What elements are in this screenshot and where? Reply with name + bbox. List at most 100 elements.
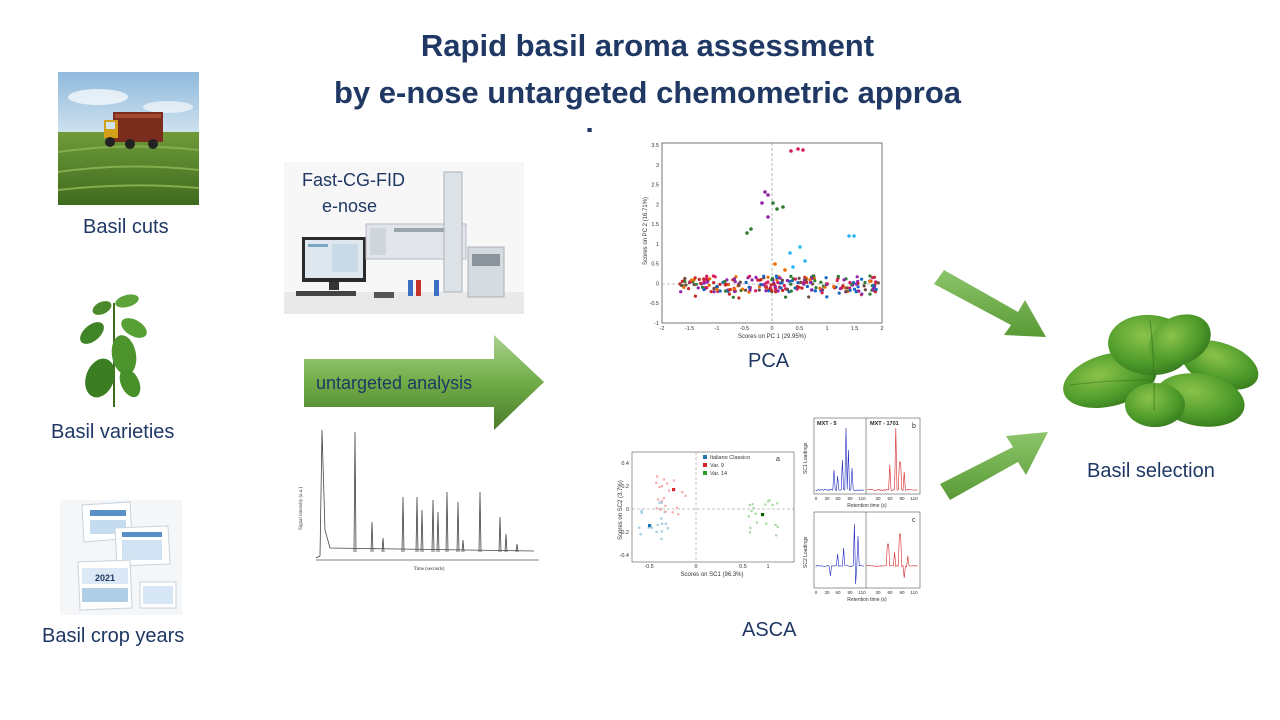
pca-point	[749, 227, 753, 231]
pca-point	[679, 290, 683, 294]
asca-centroid-var14	[761, 513, 765, 517]
asca-point	[655, 481, 658, 484]
pca-point	[870, 276, 875, 280]
pca-y-tick: 1.5	[651, 222, 659, 228]
asca-point	[775, 534, 778, 537]
pca-point	[804, 278, 808, 282]
pca-point	[785, 287, 789, 292]
asca-x-tick: 0	[694, 564, 697, 570]
pca-x-tick: -1.5	[685, 326, 694, 332]
asca-point	[766, 500, 770, 503]
asca-y-tick: -0.2	[620, 530, 629, 536]
loadings-b-tick: 90	[847, 496, 853, 501]
pca-point	[805, 280, 809, 284]
pca-point	[824, 276, 828, 280]
asca-point	[666, 527, 669, 530]
pca-point	[732, 277, 737, 281]
loadings-c-xlabel: Retention time (s)	[847, 597, 887, 603]
arrow-pca-to-selection	[930, 262, 1050, 342]
pca-point	[789, 282, 793, 286]
loadings-c-tick: 30	[875, 590, 881, 595]
asca-point	[751, 503, 754, 506]
pca-x-tick: 0	[770, 326, 773, 332]
asca-y-tick: -0.4	[620, 553, 629, 559]
pca-point	[854, 282, 858, 286]
asca-point	[640, 509, 643, 512]
pca-y-tick: -1	[654, 321, 659, 327]
asca-point	[662, 478, 665, 481]
pca-point	[767, 289, 771, 293]
pca-point	[774, 290, 778, 294]
pca-x-tick: -2	[660, 326, 665, 332]
pca-point	[769, 283, 773, 287]
asca-point	[659, 508, 662, 511]
pca-point	[733, 280, 737, 284]
pca-point	[683, 279, 687, 284]
loadings-b-tick: 110	[910, 496, 918, 501]
loadings-b-letter: b	[912, 423, 916, 430]
pca-point	[725, 278, 729, 282]
pca-point	[702, 287, 706, 292]
asca-point	[657, 498, 660, 501]
pca-point	[778, 276, 782, 280]
pca-point	[784, 295, 788, 299]
asca-point	[662, 497, 665, 500]
pca-point	[723, 280, 727, 284]
pca-point	[697, 277, 701, 281]
pca-point	[863, 288, 867, 292]
pca-point	[874, 287, 878, 291]
loadings-b-tick: 0	[815, 496, 818, 501]
pca-point	[844, 290, 848, 294]
loadings-c-ylabel: SC2 Loadings	[803, 536, 809, 568]
pca-point	[818, 286, 822, 290]
asca-point	[639, 533, 642, 536]
pca-point	[868, 292, 872, 296]
pca-point	[723, 289, 728, 293]
asca-point	[672, 479, 675, 482]
pca-point	[683, 276, 687, 281]
asca-legend-1: Italiano Classico	[710, 455, 750, 461]
asca-y-tick: 0.4	[621, 461, 629, 467]
asca-point	[748, 504, 751, 507]
asca-point	[660, 517, 663, 520]
pca-y-tick: 0	[656, 281, 659, 287]
pca-point	[825, 295, 829, 299]
pca-point	[744, 288, 748, 292]
asca-x-tick: 1	[766, 564, 769, 570]
pca-point	[724, 282, 728, 286]
loadings-b-label-right: MXT - 1701	[870, 421, 899, 427]
asca-point	[684, 494, 687, 497]
pca-x-tick: -1	[715, 326, 720, 332]
loadings-b-tick: 60	[887, 496, 893, 501]
label-basil-crop-years: Basil crop years	[42, 625, 185, 647]
pca-point	[813, 289, 817, 293]
pca-point	[773, 284, 777, 289]
asca-y-tick: 0.2	[621, 484, 629, 490]
pca-point	[797, 285, 801, 289]
asca-point	[664, 504, 667, 507]
title-line-2: by e-nose untargeted chemometric approa	[333, 75, 962, 110]
pca-point	[702, 277, 706, 281]
pca-point	[789, 274, 793, 278]
pca-point	[819, 280, 823, 284]
asca-centroid-italiano	[648, 524, 652, 528]
pca-point	[775, 207, 779, 211]
pca-point	[798, 245, 802, 249]
desk-calendar-photo: 2021	[60, 500, 182, 615]
asca-ylabel: Scores on SC2 (3.7%)	[618, 480, 624, 540]
pca-point	[797, 276, 801, 280]
pca-point	[715, 284, 719, 289]
loadings-b-tick: 30	[875, 496, 881, 501]
pca-point	[809, 280, 813, 284]
pca-x-tick: 1	[825, 326, 828, 332]
pca-point	[750, 278, 754, 282]
pca-point	[809, 288, 814, 292]
pca-point	[854, 290, 858, 294]
pca-point	[766, 215, 770, 219]
untargeted-analysis-arrow	[304, 335, 544, 430]
pca-point	[757, 288, 761, 292]
asca-point	[668, 489, 671, 492]
pca-y-tick: 3	[656, 163, 659, 169]
pca-point	[805, 284, 809, 289]
asca-point	[638, 526, 641, 529]
